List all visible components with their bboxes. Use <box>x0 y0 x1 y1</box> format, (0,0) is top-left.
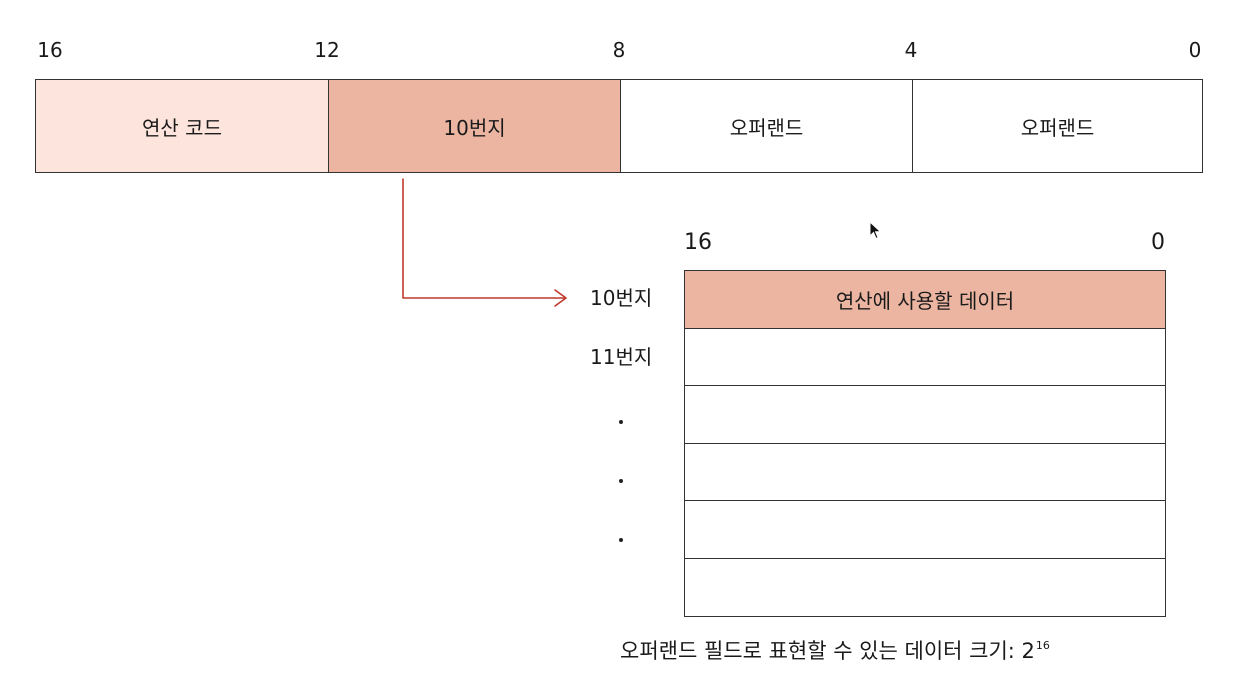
operand-field-2-label: 오퍼랜드 <box>1020 115 1095 140</box>
operand-field-2: 오퍼랜드 <box>912 80 1202 172</box>
bit-label-8: 8 <box>612 38 626 62</box>
memory-block: 연산에 사용할 데이터 <box>684 270 1166 617</box>
mouse-cursor-icon <box>869 221 882 240</box>
memory-bit-label-16: 16 <box>684 230 712 255</box>
caption-exponent: 16 <box>1035 639 1050 652</box>
reference-arrow-head <box>554 289 567 307</box>
bit-label-12: 12 <box>314 38 340 62</box>
memory-cell <box>685 386 1165 444</box>
operand-field-1: 오퍼랜드 <box>620 80 912 172</box>
bit-label-4: 4 <box>904 38 918 62</box>
memory-cell-10-label: 연산에 사용할 데이터 <box>835 288 1015 313</box>
ellipsis-dot <box>619 538 623 542</box>
caption: 오퍼랜드 필드로 표현할 수 있는 데이터 크기: 216 <box>620 633 1050 664</box>
memory-cell <box>685 559 1165 617</box>
memory-cell <box>685 501 1165 559</box>
memory-cell <box>685 329 1165 386</box>
ellipsis-dot <box>619 420 623 424</box>
ellipsis-dot <box>619 479 623 483</box>
caption-text: 오퍼랜드 필드로 표현할 수 있는 데이터 크기: 2 <box>620 639 1035 663</box>
address-label-11: 11번지 <box>590 345 653 369</box>
reference-arrow-line <box>402 178 566 299</box>
opcode-field-label: 연산 코드 <box>142 115 222 140</box>
opcode-field: 연산 코드 <box>36 80 328 172</box>
operand-field-1-label: 오퍼랜드 <box>729 115 804 140</box>
bit-label-16: 16 <box>37 38 63 62</box>
address-label-10: 10번지 <box>590 286 653 310</box>
address-field: 10번지 <box>328 80 620 172</box>
memory-bit-label-0: 0 <box>1151 230 1165 255</box>
instruction-format: 연산 코드 10번지 오퍼랜드 오퍼랜드 <box>35 79 1203 173</box>
memory-cell-10: 연산에 사용할 데이터 <box>685 271 1165 329</box>
memory-cell <box>685 444 1165 501</box>
bit-label-0: 0 <box>1188 38 1202 62</box>
address-field-label: 10번지 <box>443 115 506 140</box>
